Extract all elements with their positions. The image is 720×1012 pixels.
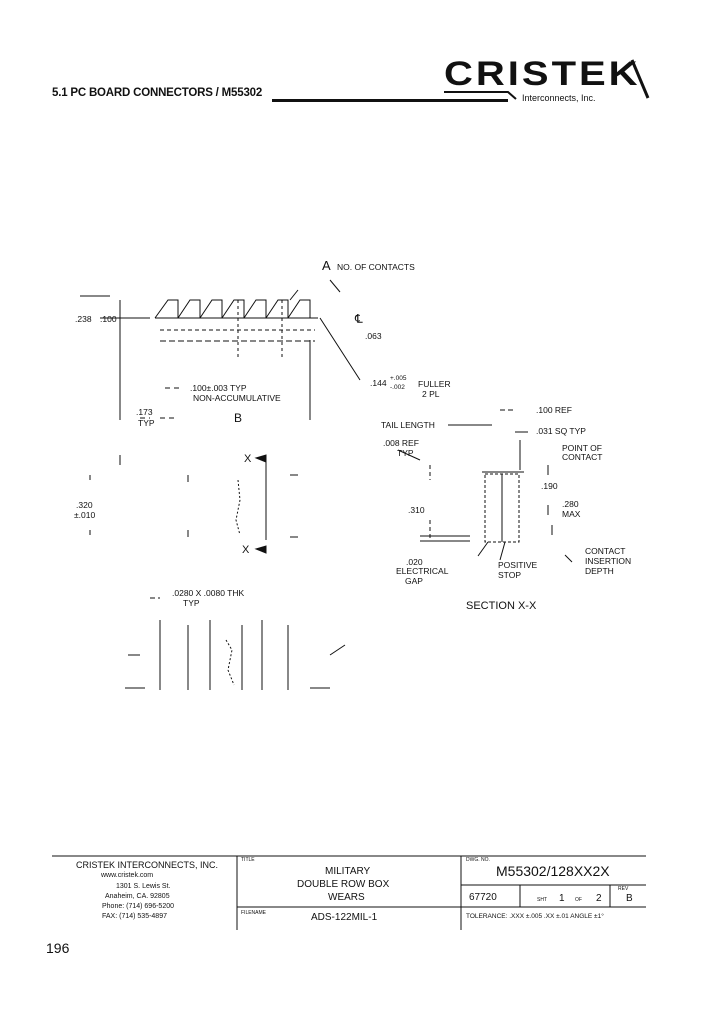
ref-100: .100 REF <box>536 405 572 415</box>
tol-plus: +.005 <box>390 375 407 382</box>
dim-173: .173 <box>136 407 153 417</box>
filename: ADS-122MIL-1 <box>311 912 378 923</box>
section-title: SECTION X-X <box>466 600 537 612</box>
section-typ: TYP <box>397 448 414 458</box>
centerline-mark: ℄ <box>355 312 363 326</box>
sq-typ: .031 SQ TYP <box>536 426 586 436</box>
dim-144: .144 <box>370 378 387 388</box>
typ-label: TYP <box>138 418 155 428</box>
contact-insertion-label: CONTACT <box>585 546 626 556</box>
electrical-label: ELECTRICAL <box>396 566 449 576</box>
dim-020: .020 <box>406 557 423 567</box>
address-line-2: Anaheim, CA. 92805 <box>105 893 170 900</box>
dim-190: .190 <box>541 481 558 491</box>
stop-label: STOP <box>498 570 521 580</box>
non-accumulative: NON-ACCUMULATIVE <box>193 393 281 403</box>
point-of-label: POINT OF <box>562 443 602 453</box>
cristek-logo: CRISTEK <box>444 55 641 93</box>
title-header: TITLE <box>241 857 255 863</box>
dim-280: .280 <box>562 499 579 509</box>
sheet-total: 2 <box>596 893 602 904</box>
title-line-1: MILITARY <box>325 866 371 877</box>
cage-code: 67720 <box>469 892 497 903</box>
phone: Phone: (714) 696-5200 <box>102 903 174 910</box>
no-of-contacts-label: NO. OF CONTACTS <box>337 262 415 272</box>
fuller-label: FULLER <box>418 379 451 389</box>
dim-320: .320 <box>76 500 93 510</box>
dim-310: .310 <box>408 505 425 515</box>
dim-063: .063 <box>365 331 382 341</box>
filename-header: FILENAME <box>241 910 267 916</box>
pitch-typ: .100±.003 TYP <box>190 383 247 393</box>
of-label: OF <box>575 897 582 903</box>
contact-label: CONTACT <box>562 452 603 462</box>
pin-size-label: .0280 X .0080 THK <box>172 588 245 598</box>
company-name: CRISTEK INTERCONNECTS, INC. <box>76 860 219 870</box>
sheet-number: 1 <box>559 893 565 904</box>
header-rule <box>272 99 508 102</box>
dim-238: .238 <box>75 314 92 324</box>
sht-label: SHT <box>537 897 547 903</box>
a-label: A <box>322 258 331 273</box>
max-label: MAX <box>562 509 581 519</box>
depth-label: DEPTH <box>585 566 614 576</box>
section-x-bottom: X <box>242 544 250 556</box>
fax: FAX: (714) 535-4897 <box>102 913 167 920</box>
two-pl-label: 2 PL <box>422 389 440 399</box>
drawing-number: M55302/128XX2X <box>496 863 610 879</box>
page-number: 196 <box>46 940 70 956</box>
section-header: 5.1 PC BOARD CONNECTORS / M55302 <box>52 87 263 99</box>
section-x-top: X <box>244 453 252 465</box>
title-line-3: WEARS <box>328 892 365 903</box>
revision: B <box>626 893 633 904</box>
dim-100: .100 <box>100 314 117 324</box>
logo-subtitle: Interconnects, Inc. <box>522 93 596 103</box>
pin-typ-label: TYP <box>183 598 200 608</box>
address-line-1: 1301 S. Lewis St. <box>116 883 171 890</box>
b-label: B <box>234 411 243 425</box>
tol-010: ±.010 <box>74 510 96 520</box>
tolerance-note: TOLERANCE: .XXX ±.005 .XX ±.01 ANGLE ±1° <box>466 913 604 920</box>
rev-header: REV <box>618 886 629 892</box>
positive-label: POSITIVE <box>498 560 538 570</box>
gap-label: GAP <box>405 576 423 586</box>
tail-length-label: TAIL LENGTH <box>381 420 435 430</box>
tol-minus: -.002 <box>390 384 405 391</box>
insertion-label: INSERTION <box>585 556 632 566</box>
dwg-no-header: DWG. NO. <box>466 857 490 863</box>
title-line-2: DOUBLE ROW BOX <box>297 879 390 890</box>
company-website: www.cristek.com <box>101 872 154 879</box>
ref-008: .008 REF <box>383 438 419 448</box>
